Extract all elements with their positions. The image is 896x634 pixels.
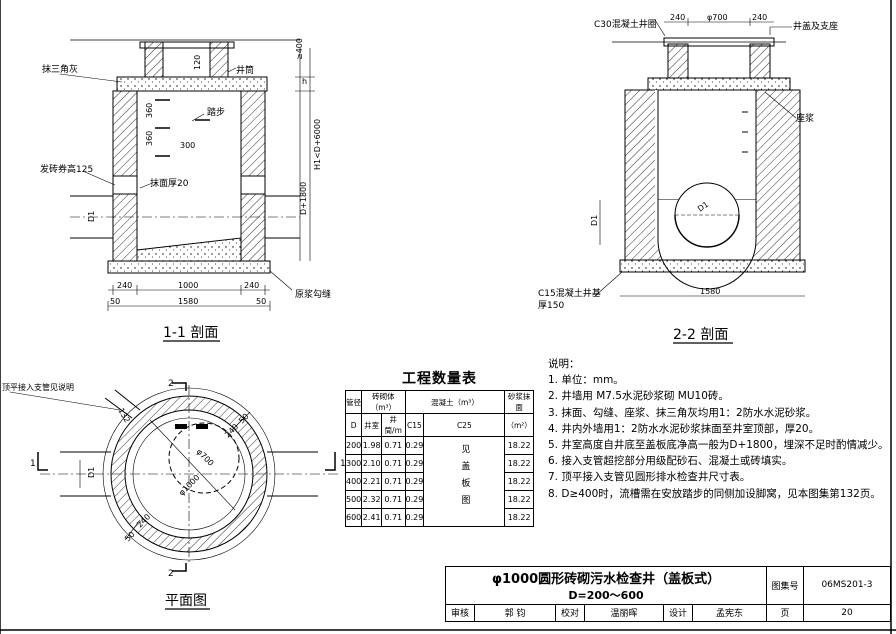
notes-heading: 说明： [548,358,580,370]
plan-title: 平面图 [165,593,207,609]
label-note-pipe: 顶平接入支管见说明 [2,382,74,392]
mark-1-left: 1 [30,459,36,469]
atlas-label: 图集号 [766,566,804,605]
dim-top-240a: 240 [670,13,685,22]
table-row: 500 2.32 0.71 0.29 18.22 [344,490,534,509]
dim-bot-50b: 50 [256,297,266,306]
dim-bot-1580: 1580 [178,297,198,306]
dim-bot-1000: 1000 [178,281,198,290]
designer: 孟宪东 [692,603,767,623]
mark-2-bottom: 2 [168,569,174,579]
atlas-no: 06MS201-3 [803,566,891,605]
page-no: 20 [803,603,891,623]
label-c30: C30混凝土井圈 [594,18,657,30]
qty-h-brick: 砖砌体（m³） [361,390,406,414]
label-shaft: 井筒 [236,64,254,76]
dim-d1: D1 [87,211,96,222]
table-row: 200 1.98 0.71 0.29 见盖板图 18.22 [344,436,534,527]
dim-300: 300 [180,141,195,150]
dim-bot-240a: 240 [117,281,132,290]
quantity-table-caption: 工程数量表 [402,371,477,387]
table-row: 300 2.10 0.71 0.29 18.22 [344,454,534,473]
note-item: 3. 抹面、勾缝、座浆、抹三角灰均用1：2防水水泥砂浆。 [548,406,817,419]
checker: 温丽晖 [584,603,664,623]
label-plaster: 抹面厚20 [150,177,189,189]
qty-h-concrete: 混凝土（m³） [404,390,506,414]
section-2-2-labels: C30混凝土井圈 240 φ700 240 井盖及支座 座浆 D1 D1 C15… [538,13,838,343]
plan-view [9,382,340,610]
label-cover: 井盖及支座 [793,20,838,32]
qty-c25-merged: 见盖板图 [423,436,506,527]
label-base: 原浆勾缝 [295,288,331,300]
note-item: 1. 单位：mm。 [548,374,624,387]
reviewer: 郭 钧 [474,603,556,623]
dim-400: ≥400 [295,38,304,60]
label-thick: 厚150 [538,300,564,311]
label-step: 踏步 [207,106,225,118]
dim-132: 132 [116,407,131,425]
section-1-1-labels: 抹三角灰 井筒 踏步 发砖券高125 抹面厚20 原浆勾缝 ≥400 h 120… [40,38,331,341]
note-item: 8. D≥400时，流槽需在安放踏步的同侧加设脚窝，见本图集第132页。 [548,487,881,500]
qty-h-mortar: 砂浆抹面 [504,390,534,414]
dim-h1: H1<D+6000 [313,119,322,170]
dim-120: 120 [193,55,202,70]
note-item: 5. 井室高度自井底至盖板底净高一般为D+1800，埋深不足时酌情减少。 [548,439,889,452]
dim-bot-240b: 240 [244,281,259,290]
drawing-title: φ1000圆形砖砌污水检查井（盖板式） D=200～600 [445,566,767,605]
qty-h2-d: D [344,413,363,437]
qty-h-pipe: 管径 [344,390,363,414]
dim-bot-1580: 1580 [700,287,720,296]
qty-h2-m2: （m²） [504,413,534,437]
check-label: 校对 [555,603,585,623]
section-1-1 [59,39,315,342]
dim-360a: 360 [145,103,154,118]
label-c15: C15混凝土井基 [538,287,601,299]
section-2-2-title: 2-2 剖面 [673,327,728,343]
qty-h2-c25: C25 [423,413,506,437]
label-seat: 座浆 [796,112,814,124]
section-1-1-title: 1-1 剖面 [163,325,218,341]
dim-d1800: D+1800 [299,182,308,215]
title-block: φ1000圆形砖砌污水检查井（盖板式） D=200～600 图集号 06MS20… [445,566,891,623]
qty-h2-shaft: 井筒/m [380,413,406,437]
qty-h2-c15: C15 [404,413,425,437]
dim-d1-side: D1 [590,215,599,226]
review-label: 审核 [445,603,475,623]
label-triangle-ash: 抹三角灰 [42,63,78,75]
design-label: 设计 [663,603,693,623]
note-item: 2. 井墙用 M7.5水泥砂浆砌 MU10砖。 [548,390,729,403]
dim-top-240b: 240 [752,13,767,22]
mark-2-top: 2 [168,379,174,389]
dim-h: h [302,77,307,86]
table-row: 600 2.41 0.71 0.29 18.22 [344,508,534,527]
notes: 说明： 1. 单位：mm。 2. 井墙用 M7.5水泥砂浆砌 MU10砖。 3.… [548,356,888,502]
dim-d1: D1 [87,467,96,478]
note-item: 4. 井内外墙用1：2防水水泥砂浆抹面至井室顶部，厚20。 [548,422,820,435]
qty-h2-chamber: 井室 [361,413,382,437]
label-brick-arch: 发砖券高125 [40,163,93,175]
note-item: 7. 顶平接入支管见圆形排水检查井尺寸表。 [548,471,751,484]
dim-top-700: φ700 [707,13,728,22]
note-item: 6. 接入支管超挖部分用级配砂石、混凝土或砖填实。 [548,455,793,468]
page-label: 页 [766,603,804,623]
dim-bot-50a: 50 [110,297,120,306]
section-2-2 [594,18,806,344]
mark-1-right: 1 [340,459,346,469]
dim-360b: 360 [145,131,154,146]
table-row: 400 2.21 0.71 0.29 18.22 [344,472,534,491]
quantity-table: 工程数量表 管径 砖砌体（m³） 混凝土（m³） 砂浆抹面 D 井室 井筒/m … [344,368,534,527]
